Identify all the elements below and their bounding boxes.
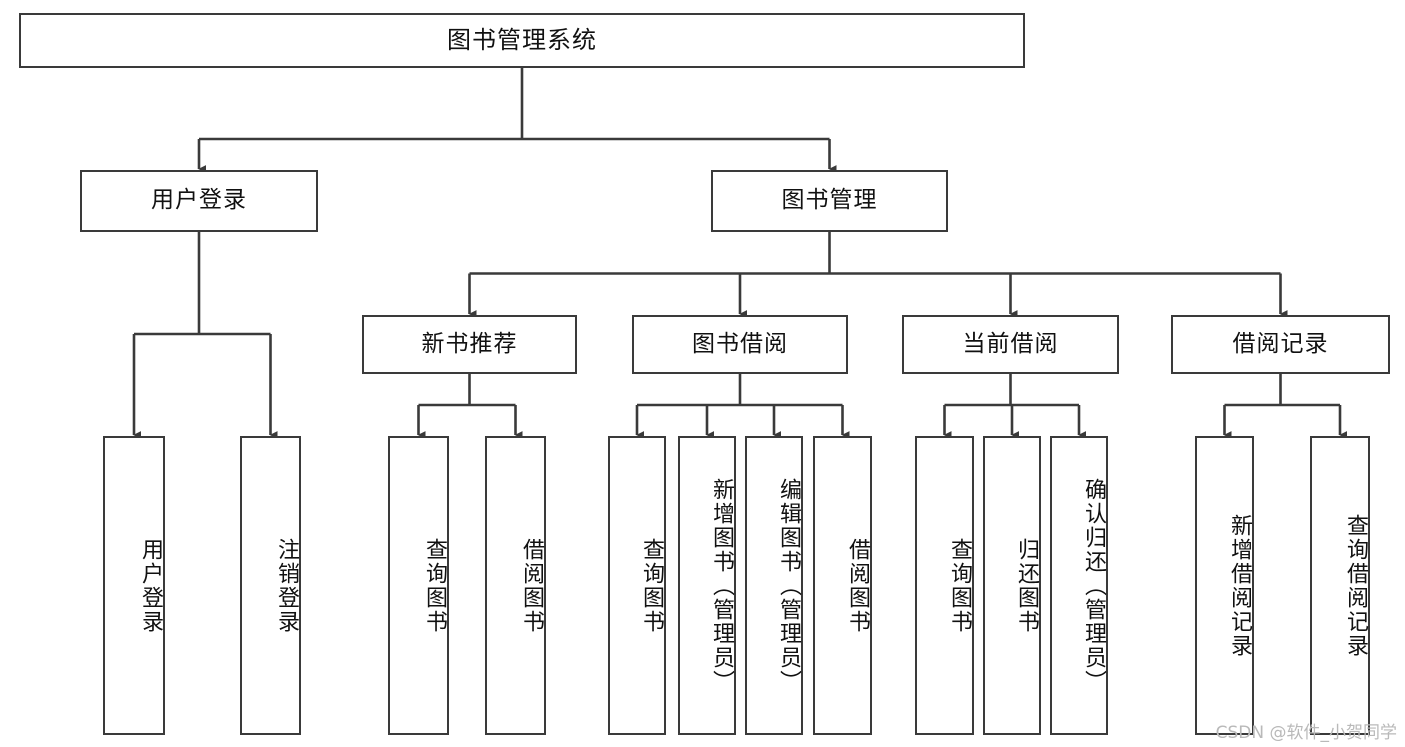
node-leaf-confirm-return-label: 确认归还（管理员） xyxy=(1081,477,1106,694)
node-leaf-add-book-label: 新增图书（管理员） xyxy=(709,477,734,694)
node-leaf-user-login[interactable]: 用户登录 xyxy=(103,436,165,735)
node-user-login-label: 用户登录 xyxy=(151,187,247,214)
node-leaf-confirm-return[interactable]: 确认归还（管理员） xyxy=(1050,436,1108,735)
node-book-manage[interactable]: 图书管理 xyxy=(711,170,948,232)
node-current-borrow-label: 当前借阅 xyxy=(962,330,1059,357)
node-leaf-edit-book[interactable]: 编辑图书（管理员） xyxy=(745,436,803,735)
node-leaf-borrow-book-1-label: 借阅图书 xyxy=(519,537,544,634)
node-borrow-record[interactable]: 借阅记录 xyxy=(1171,315,1390,374)
node-leaf-logout-label: 注销登录 xyxy=(274,537,299,634)
node-leaf-return-book-label: 归还图书 xyxy=(1014,537,1039,634)
node-leaf-query-book-3-label: 查询图书 xyxy=(947,537,972,634)
node-leaf-query-record-label: 查询借阅记录 xyxy=(1343,513,1368,658)
node-leaf-borrow-book-2-label: 借阅图书 xyxy=(845,537,870,634)
node-borrow-record-label: 借阅记录 xyxy=(1232,330,1329,357)
node-current-borrow[interactable]: 当前借阅 xyxy=(902,315,1119,374)
node-book-borrow[interactable]: 图书借阅 xyxy=(632,315,848,374)
node-new-book-rec-label: 新书推荐 xyxy=(421,330,518,357)
node-root-label: 图书管理系统 xyxy=(447,26,597,55)
node-new-book-rec[interactable]: 新书推荐 xyxy=(362,315,577,374)
node-leaf-borrow-book-1[interactable]: 借阅图书 xyxy=(485,436,546,735)
node-leaf-query-book-1[interactable]: 查询图书 xyxy=(388,436,449,735)
node-leaf-add-record[interactable]: 新增借阅记录 xyxy=(1195,436,1254,735)
node-leaf-query-book-2[interactable]: 查询图书 xyxy=(608,436,666,735)
node-leaf-borrow-book-2[interactable]: 借阅图书 xyxy=(813,436,872,735)
node-leaf-edit-book-label: 编辑图书（管理员） xyxy=(776,477,801,694)
node-leaf-add-record-label: 新增借阅记录 xyxy=(1227,513,1252,658)
node-book-borrow-label: 图书借阅 xyxy=(692,330,788,357)
node-leaf-user-login-label: 用户登录 xyxy=(138,537,163,634)
node-leaf-query-book-2-label: 查询图书 xyxy=(639,537,664,634)
node-user-login[interactable]: 用户登录 xyxy=(80,170,318,232)
node-leaf-add-book[interactable]: 新增图书（管理员） xyxy=(678,436,736,735)
watermark-text: CSDN @软件_小贺同学 xyxy=(1215,723,1397,743)
node-book-manage-label: 图书管理 xyxy=(781,187,878,214)
node-leaf-query-book-1-label: 查询图书 xyxy=(422,537,447,634)
node-leaf-return-book[interactable]: 归还图书 xyxy=(983,436,1041,735)
node-leaf-logout[interactable]: 注销登录 xyxy=(240,436,301,735)
node-leaf-query-record[interactable]: 查询借阅记录 xyxy=(1310,436,1370,735)
node-leaf-query-book-3[interactable]: 查询图书 xyxy=(915,436,974,735)
node-root[interactable]: 图书管理系统 xyxy=(19,13,1025,68)
